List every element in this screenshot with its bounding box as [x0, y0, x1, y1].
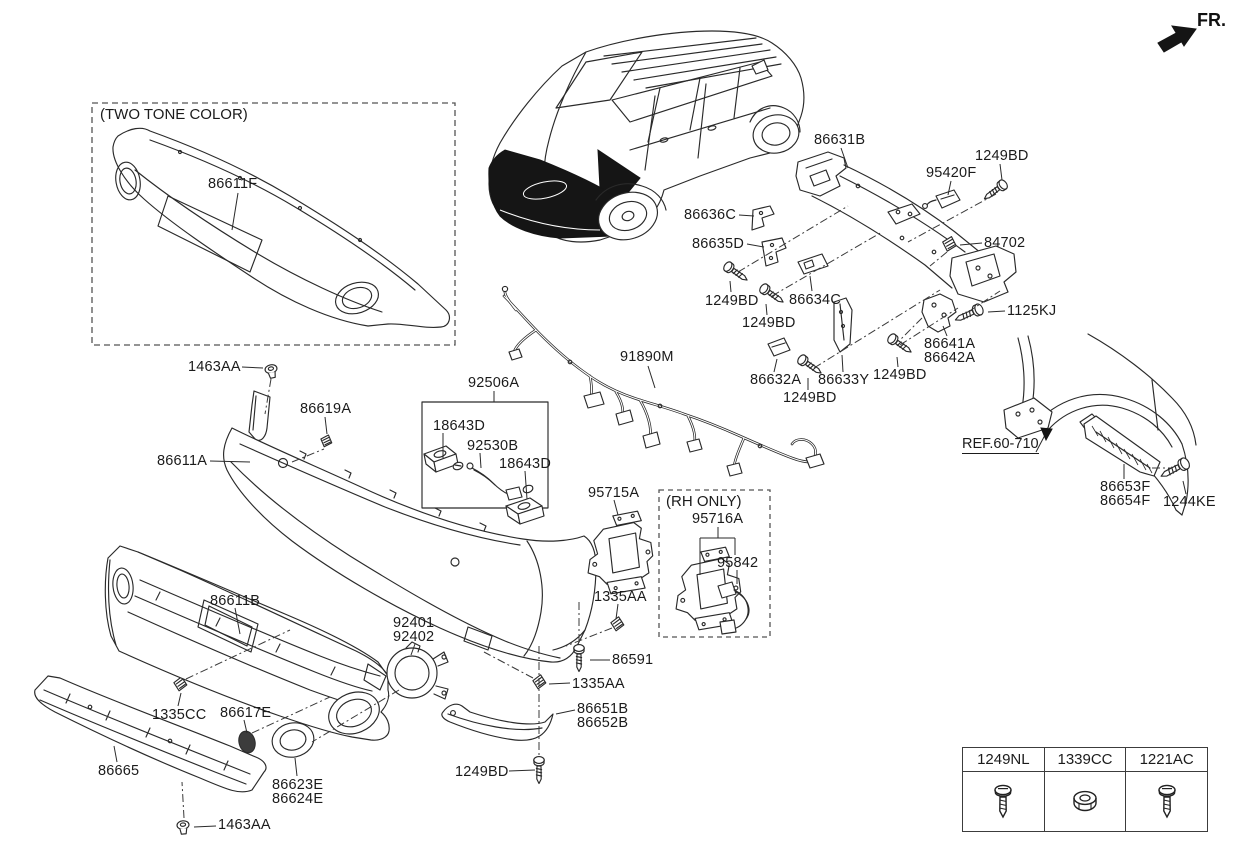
part-86617e-cover-drawing [236, 729, 257, 754]
part-label-92402-34: 92402 [393, 629, 435, 645]
part-label-18643d-21: 18643D [433, 418, 485, 434]
part-label-1335cc-39: 1335CC [152, 707, 207, 723]
part-label-86611f-0: 86611F [208, 176, 258, 192]
vehicle-rear-view [489, 31, 804, 247]
part-label-92506a-20: 92506A [468, 375, 520, 391]
ref-60-710-link[interactable]: REF.60-710 [962, 436, 1039, 454]
part-label-95715a-25: 95715A [588, 485, 640, 501]
part-label-91890m-17: 91890M [620, 349, 674, 365]
fastener-code-label: 1339CC [1044, 748, 1126, 772]
part-92401-fog-lamp-drawing [387, 642, 448, 699]
leader-lines [114, 148, 1186, 827]
part-label-86633y-15: 86633Y [818, 372, 870, 388]
part-label-86634c-9: 86634C [789, 292, 841, 308]
part-label-92530b-22: 92530B [467, 438, 519, 454]
part-label-86665-41: 86665 [98, 763, 140, 779]
part-label-86631b-1: 86631B [814, 132, 866, 148]
fastener-column-1339cc: 1339CC [1043, 748, 1126, 831]
part-label-86617e-40: 86617E [220, 705, 272, 721]
center-lines [182, 194, 1172, 818]
part-label-86635d-6: 86635D [692, 236, 744, 252]
part-label-86611a-24: 86611A [157, 453, 208, 469]
part-label-86654f-30: 86654F [1100, 493, 1151, 509]
quarter-panel-reference-drawing [1004, 334, 1196, 515]
part-label-86611b-32: 86611B [210, 593, 261, 609]
part-label-95420f-3: 95420F [926, 165, 977, 181]
part-label-92401-33: 92401 [393, 615, 435, 631]
fastener-code-label: 1221AC [1126, 748, 1208, 772]
part-label-86653f-29: 86653F [1100, 479, 1151, 495]
screw-icon [1126, 772, 1207, 831]
part-label-86652b-38: 86652B [577, 715, 629, 731]
part-label-86651b-37: 86651B [577, 701, 629, 717]
part-86665-skid-plate-drawing [35, 676, 266, 792]
part-label-86624e-43: 86624E [272, 791, 324, 807]
part-label-1249bd-13: 1249BD [873, 367, 927, 383]
fr-direction-arrow-icon [1158, 26, 1196, 52]
part-label-86641a-11: 86641A [924, 336, 976, 352]
part-86651b-molding-drawing [442, 704, 553, 740]
fastener-code-label: 1249NL [963, 748, 1044, 772]
bracket-cluster-drawing [721, 177, 1010, 378]
part-86631b-rail-drawing [796, 152, 1016, 302]
part-92506a-group-drawing [422, 391, 548, 524]
part-label-1249bd-16: 1249BD [783, 390, 837, 406]
part-86611b-bumper-drawing [105, 546, 389, 741]
part-91890m-harness-drawing [502, 286, 824, 476]
part-label-1249bd-2: 1249BD [975, 148, 1029, 164]
part-label-86632a-14: 86632A [750, 372, 802, 388]
part-label-1335aa-36: 1335AA [572, 676, 625, 692]
two-tone-box [92, 103, 455, 345]
part-label-1249bd-8: 1249BD [742, 315, 796, 331]
part-label-1244ke-31: 1244KE [1163, 494, 1216, 510]
part-label-95842-27: 95842 [717, 555, 759, 571]
part-label-95716a-26: 95716A [692, 511, 744, 527]
part-label-86623e-42: 86623E [272, 777, 324, 793]
nut-icon [1045, 772, 1126, 831]
fastener-column-1221ac: 1221AC [1125, 748, 1208, 831]
part-label-1463aa-18: 1463AA [188, 359, 241, 375]
part-label-1335aa-28: 1335AA [594, 589, 647, 605]
two-tone-color-box-label: (TWO TONE COLOR) [100, 106, 248, 123]
rh-only-box-label: (RH ONLY) [666, 493, 742, 510]
part-label-86591-35: 86591 [612, 652, 654, 668]
part-label-18643d-23: 18643D [499, 456, 551, 472]
part-label-1463aa-45: 1463AA [218, 817, 271, 833]
fastener-column-1249nl: 1249NL [963, 748, 1044, 831]
part-label-86642a-12: 86642A [924, 350, 976, 366]
part-86623e-ring-drawing [269, 719, 317, 761]
screw-icon [963, 772, 1044, 831]
part-label-1249bd-7: 1249BD [705, 293, 759, 309]
fr-direction-label: FR. [1197, 10, 1226, 30]
part-86611a-bumper-drawing [224, 391, 596, 662]
part-label-1125kj-10: 1125KJ [1007, 303, 1057, 319]
part-label-1249bd-44: 1249BD [455, 764, 509, 780]
part-label-86636c-5: 86636C [684, 207, 736, 223]
part-label-84702-4: 84702 [984, 235, 1026, 251]
part-95715a-sensor-drawing [587, 510, 654, 595]
rh-only-group-drawing [659, 490, 770, 637]
part-label-86619a-19: 86619A [300, 401, 352, 417]
